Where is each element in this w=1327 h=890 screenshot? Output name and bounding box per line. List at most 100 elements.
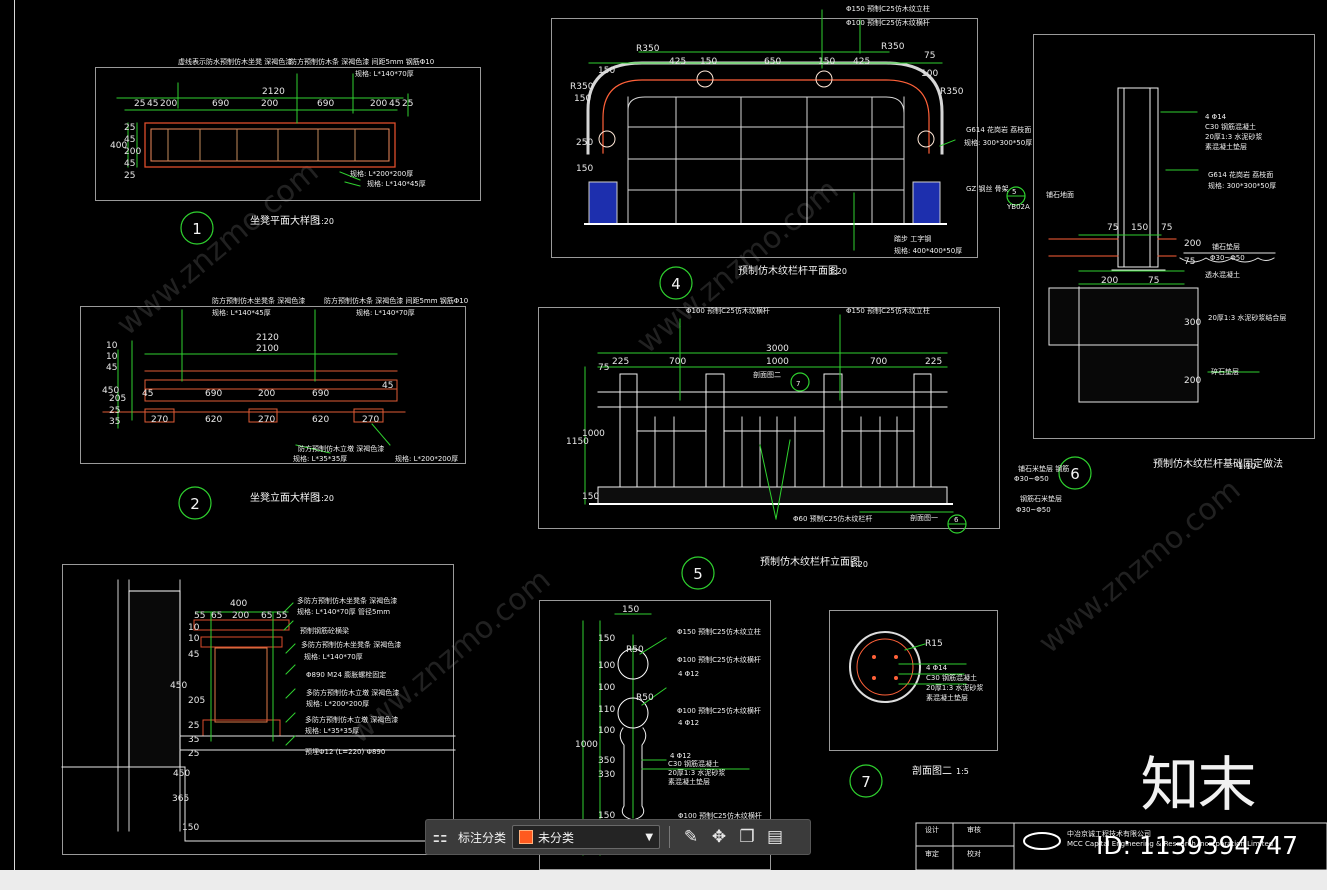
- elev2-overall: 2120: [256, 333, 279, 343]
- section-left-side-3: 45: [188, 650, 199, 660]
- rail4-radius-2: R350: [881, 42, 905, 52]
- section-left-note-8: 规格: L*200*200厚: [306, 699, 369, 708]
- section-left-side-6: 25: [188, 721, 199, 731]
- found6-dim-1: 75: [1107, 223, 1118, 233]
- elev2-side-3: 45: [106, 363, 117, 373]
- rail5-note-1: Φ100 预制C25仿木纹横杆: [686, 306, 770, 315]
- chevron-down-icon: ▼: [645, 831, 654, 843]
- found6-note-8: Φ30~Φ50: [1210, 254, 1245, 262]
- column-radius-1: R50: [626, 645, 644, 655]
- found6-note-6: 规格: 300*300*50厚: [1208, 181, 1276, 190]
- annotation-category-label: 标注分类: [458, 830, 507, 845]
- rail4-note-5: GZ 钢丝 骨架: [966, 184, 1009, 193]
- elev2-mid-2: 690: [205, 389, 222, 399]
- rail5-note-2: Φ150 预制C25仿木纹立柱: [846, 306, 930, 315]
- column-note-6: 4 Φ12: [670, 752, 691, 760]
- rail4-side-1: 150: [574, 94, 591, 104]
- section-left-note-10: 规格: L*35*35厚: [305, 726, 359, 735]
- elev2-bottom-2: 620: [205, 415, 222, 425]
- elev2-note-5: 防方预制仿木立墩 深褐色漆: [298, 444, 384, 453]
- plan1-dim-6: 690: [317, 99, 334, 109]
- found6-note-10: 20厚1:3 水泥砂浆结合层: [1208, 313, 1286, 322]
- zhimo-logo: 知末: [1140, 750, 1256, 819]
- column-radius-2: R50: [636, 693, 654, 703]
- section-left-note-7: 多防方预制仿木立墩 深褐色漆: [306, 688, 399, 697]
- rail4-ref-sheet: YB02A: [1006, 203, 1030, 211]
- rail5-dim-1: 225: [612, 357, 629, 367]
- left-margin-guide: [0, 0, 15, 870]
- section-left-side-5: 205: [188, 696, 205, 706]
- plan1-dim-9: 25: [402, 99, 413, 109]
- detail-4-title: 预制仿木纹栏杆平面图: [738, 264, 838, 277]
- elev2-side-2: 10: [106, 352, 118, 362]
- move-icon[interactable]: ✥: [711, 827, 727, 847]
- selected-category: 未分类: [538, 830, 575, 845]
- detail-7-scale: 1:5: [956, 767, 969, 776]
- rail4-note-6: 踏步 工字钢: [894, 234, 931, 243]
- elev2-side-4: 450: [102, 386, 119, 396]
- detail-5-title: 预制仿木纹栏杆立面图: [760, 555, 860, 568]
- detail-6-scale: 1:10: [1238, 462, 1256, 471]
- detail-2-number: 2: [190, 495, 200, 513]
- column-side-3: 100: [598, 683, 615, 693]
- column-note-8: 20厚1:3 水泥砂浆: [668, 768, 725, 777]
- detail-4-number: 4: [671, 275, 681, 293]
- section-left-side-4: 450: [170, 681, 187, 691]
- category-color-swatch: [519, 830, 534, 844]
- paste-icon[interactable]: ▤: [766, 827, 784, 847]
- section-left-overall: 400: [230, 599, 247, 609]
- detail-7-number: 7: [861, 773, 871, 791]
- section-left-dim-2: 65: [211, 611, 222, 621]
- rail4-note-4: 规格: 300*300*50厚: [964, 138, 1032, 147]
- elev2-note-1: 防方预制仿木坐凳条 深褐色漆: [212, 296, 305, 305]
- grid-icon[interactable]: ⚏: [432, 827, 448, 847]
- detail-4-bubble: [659, 266, 693, 300]
- section-left-side-9: 450: [173, 769, 190, 779]
- rail4-small-1: 150: [598, 66, 615, 76]
- column-note-7: C30 钢筋混凝土: [668, 759, 719, 768]
- detail-5-bubble: [681, 556, 715, 590]
- plan1-dim-1: 25: [134, 99, 145, 109]
- section-left-note-9: 多防方预制仿木立墩 深褐色漆: [305, 715, 398, 724]
- section-left-side-8: 25: [188, 749, 199, 759]
- rail4-note-7: 规格: 400*400*50厚: [894, 246, 962, 255]
- section-left-note-11: 预埋Φ12 (L=220) Φ890: [305, 747, 385, 756]
- title-row-4: 校对: [967, 849, 981, 858]
- elev2-side-5: 205: [109, 394, 126, 404]
- rail5-note-8: 钢筋石米垫层: [1020, 494, 1062, 503]
- plan1-side-1: 25: [124, 123, 135, 133]
- plan1-side-5: 25: [124, 171, 135, 181]
- detail-2-frame: [80, 306, 466, 464]
- rail4-note-2: Φ100 预制C25仿木纹横杆: [846, 18, 930, 27]
- plan1-side-4: 45: [124, 159, 135, 169]
- edit-icon[interactable]: ✎: [683, 827, 699, 847]
- found6-note-2: C30 钢筋混凝土: [1205, 122, 1256, 131]
- found6-dim-3: 75: [1161, 223, 1172, 233]
- found6-note-7: 铺石地面: [1046, 190, 1074, 199]
- plan1-note-1: 虚线表示防水预制仿木坐凳 深褐色漆: [178, 57, 292, 66]
- plan1-dim-5: 200: [261, 99, 278, 109]
- section-left-note-1: 多防方预制仿木坐凳条 深褐色漆: [297, 596, 397, 605]
- plan1-dim-2: 45: [147, 99, 158, 109]
- elev2-note-7: 规格: L*200*200厚: [395, 454, 458, 463]
- section-left-side-11: 150: [182, 823, 199, 833]
- rail5-note-6: 铺石米垫层 钢筋: [1018, 464, 1069, 473]
- elev2-bottom-1: 270: [151, 415, 168, 425]
- column-note-3: 4 Φ12: [678, 670, 699, 678]
- column-side-2: 100: [598, 661, 615, 671]
- column-side-6: 350: [598, 756, 615, 766]
- found6-dim-7: 75: [1184, 257, 1195, 267]
- section-left-drawing: [61, 579, 456, 842]
- annotation-category-select[interactable]: 未分类 ▼: [512, 825, 661, 849]
- detail-5-elevation: [584, 314, 967, 534]
- rail4-radius-1: R350: [636, 44, 660, 54]
- detail-4-plan: [584, 9, 1026, 251]
- bottom-status-strip: [0, 870, 1327, 890]
- rail5-dim-3: 1000: [766, 357, 789, 367]
- copy-icon[interactable]: ❐: [739, 827, 755, 847]
- rail5-dim-4: 700: [870, 357, 887, 367]
- rail4-radius-4: R350: [940, 87, 964, 97]
- section-left-note-5: 规格: L*140*70厚: [304, 652, 363, 661]
- elev2-note-2: 防方预制仿木条 深褐色漆 间距5mm 钢筋Φ10: [324, 296, 468, 305]
